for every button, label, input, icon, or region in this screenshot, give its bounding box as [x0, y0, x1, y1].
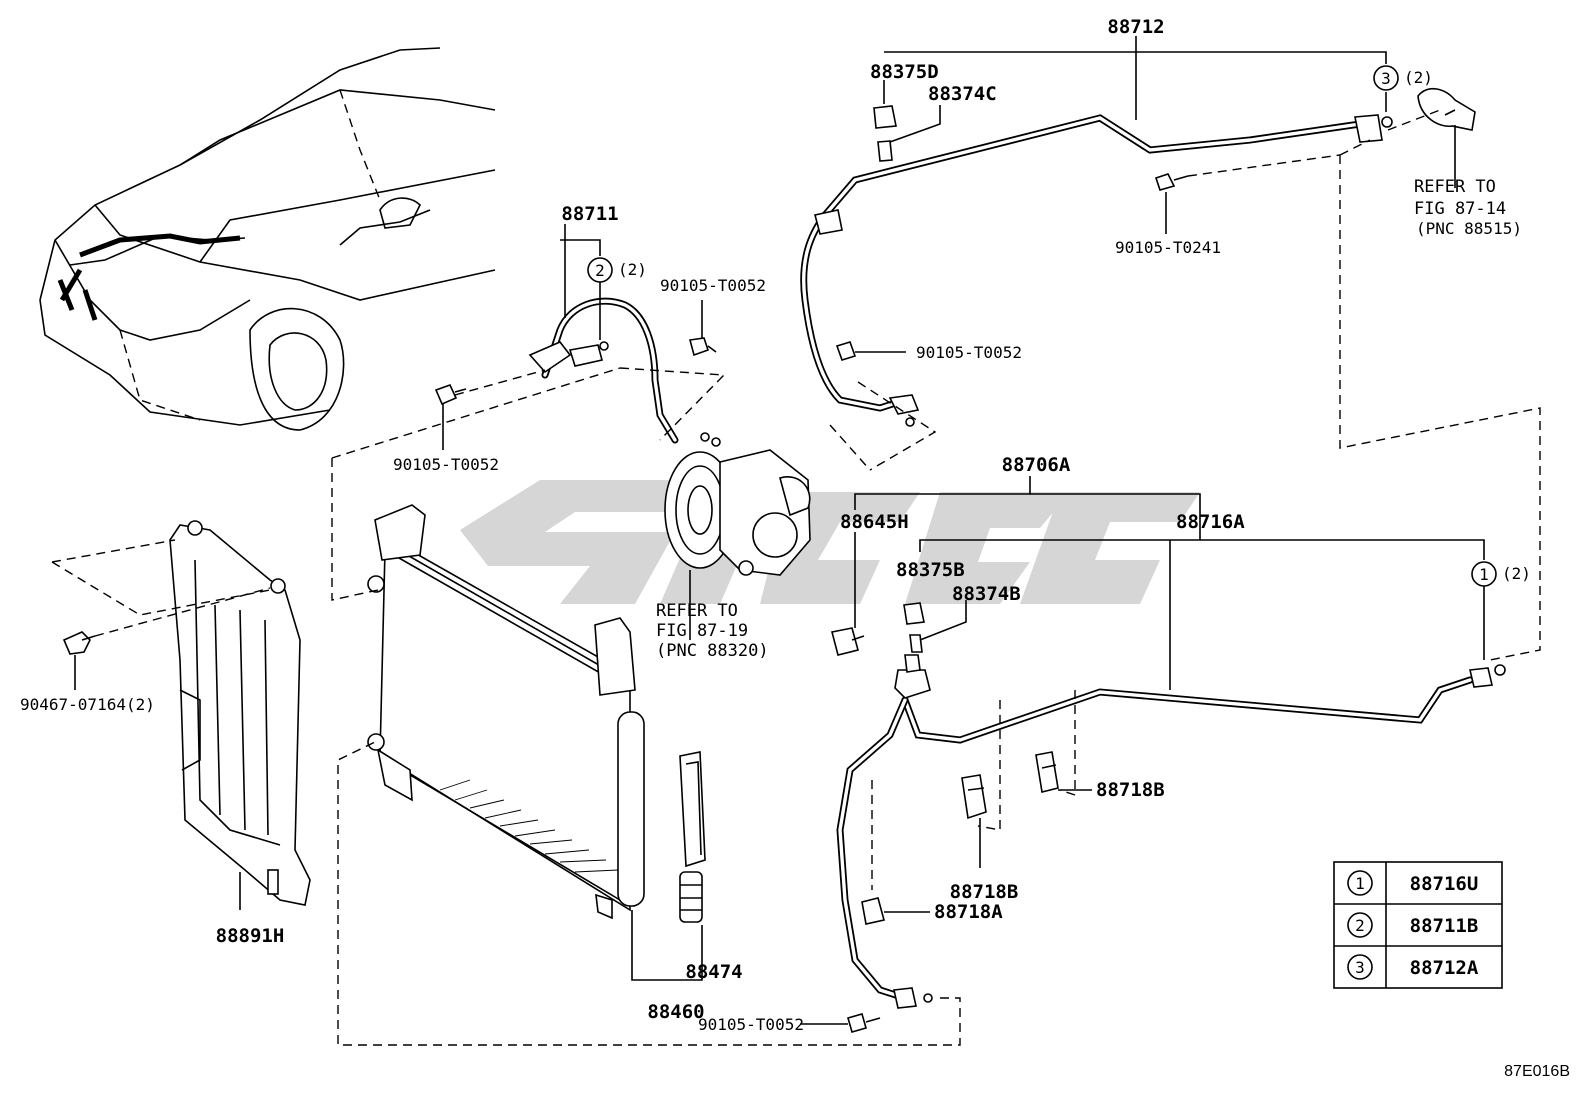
- bolt-90105-d: [800, 1013, 881, 1033]
- label-88891h: 88891H: [216, 925, 285, 947]
- label-90105-t0052-b: 90105-T0052: [660, 276, 766, 295]
- part-labels: 88712 88375D 88374C 88711 90105-T0052 90…: [20, 16, 1245, 1034]
- bolt-90105-a: [434, 384, 467, 450]
- legend-row-2-part: 88711B: [1410, 915, 1479, 937]
- label-90105-t0052-d: 90105-T0052: [698, 1015, 804, 1034]
- label-88706a: 88706A: [1002, 454, 1071, 476]
- label-88718b-a: 88718B: [950, 881, 1019, 903]
- label-88716a: 88716A: [1176, 511, 1245, 533]
- refer-note-1-line3: (PNC 88515): [1416, 219, 1522, 238]
- label-88712: 88712: [1107, 16, 1164, 38]
- clamp-88718b-b: [1035, 751, 1092, 793]
- label-88374c: 88374C: [928, 83, 997, 105]
- refer-note-2-line3: (PNC 88320): [656, 641, 769, 661]
- clamp-88718b-a: [961, 774, 987, 868]
- bolt-90105-t0241: [1154, 154, 1341, 234]
- callout-2: 2 (2): [587, 257, 647, 283]
- callout-1: 1 (2): [1471, 561, 1531, 587]
- callout-3-qty: (2): [1404, 68, 1433, 87]
- clamp-88718a: [861, 897, 930, 925]
- label-88718b-b: 88718B: [1096, 779, 1165, 801]
- refer-note-1-line1: REFER TO: [1414, 177, 1496, 197]
- legend-row-1-number: 1: [1355, 874, 1365, 893]
- callout-1-number: 1: [1479, 565, 1489, 584]
- callout-1-qty: (2): [1502, 564, 1531, 583]
- leader-lines: [560, 36, 1485, 690]
- bolt-90105-b: [688, 300, 717, 357]
- label-88375b: 88375B: [896, 559, 965, 581]
- label-88645h: 88645H: [840, 511, 909, 533]
- legend-row-2: 2 88711B: [1347, 912, 1479, 938]
- tube-88716a: [337, 654, 1506, 1046]
- cap-88375d: [873, 80, 941, 162]
- clip-90467: [51, 539, 271, 690]
- label-90105-t0241: 90105-T0241: [1115, 238, 1221, 257]
- figure-code: 87E016B: [1504, 1063, 1570, 1080]
- legend-table: 1 88716U 2 88711B 3 88712A: [1333, 861, 1503, 989]
- vehicle-outline: [39, 47, 496, 431]
- refer-note-2-line2: FIG 87-19: [656, 621, 748, 641]
- label-88374b: 88374B: [952, 583, 1021, 605]
- legend-row-3-part: 88712A: [1410, 957, 1479, 979]
- legend-row-3-number: 3: [1355, 958, 1365, 977]
- switch-88645h: [831, 532, 865, 656]
- cap-88375b: [903, 600, 967, 653]
- compressor-ref: [664, 449, 811, 640]
- hose-88711: [331, 297, 871, 601]
- label-90105-t0052-a: 90105-T0052: [393, 455, 499, 474]
- label-88460: 88460: [647, 1001, 704, 1023]
- legend-row-3: 3 88712A: [1347, 954, 1479, 980]
- label-88711: 88711: [561, 203, 618, 225]
- label-90105-t0052-c: 90105-T0052: [916, 343, 1022, 362]
- condenser-88460: [367, 504, 703, 981]
- callout-3-number: 3: [1381, 69, 1391, 88]
- air-guide-88891h: [169, 520, 311, 910]
- callout-3: 3 (2): [1373, 65, 1433, 91]
- refer-note-2-line1: REFER TO: [656, 601, 738, 621]
- watermark-logo: [460, 480, 1200, 604]
- legend-row-1: 1 88716U: [1347, 870, 1479, 896]
- callout-2-number: 2: [595, 261, 605, 280]
- hose-88712: [800, 88, 1541, 661]
- refer-note-fig-87-14: REFER TO FIG 87-14 (PNC 88515): [1414, 177, 1522, 238]
- refer-note-fig-87-19: REFER TO FIG 87-19 (PNC 88320): [656, 601, 769, 661]
- refer-note-1-line2: FIG 87-14: [1414, 199, 1506, 219]
- label-88474: 88474: [685, 961, 742, 983]
- bolt-90105-c: [835, 341, 906, 361]
- dryer-88474: [679, 751, 706, 923]
- legend-row-2-number: 2: [1355, 916, 1365, 935]
- callout-2-qty: (2): [618, 260, 647, 279]
- label-90467-07164: 90467-07164(2): [20, 695, 155, 714]
- label-88718a: 88718A: [934, 901, 1003, 923]
- legend-row-1-part: 88716U: [1410, 873, 1479, 895]
- label-88375d: 88375D: [870, 61, 939, 83]
